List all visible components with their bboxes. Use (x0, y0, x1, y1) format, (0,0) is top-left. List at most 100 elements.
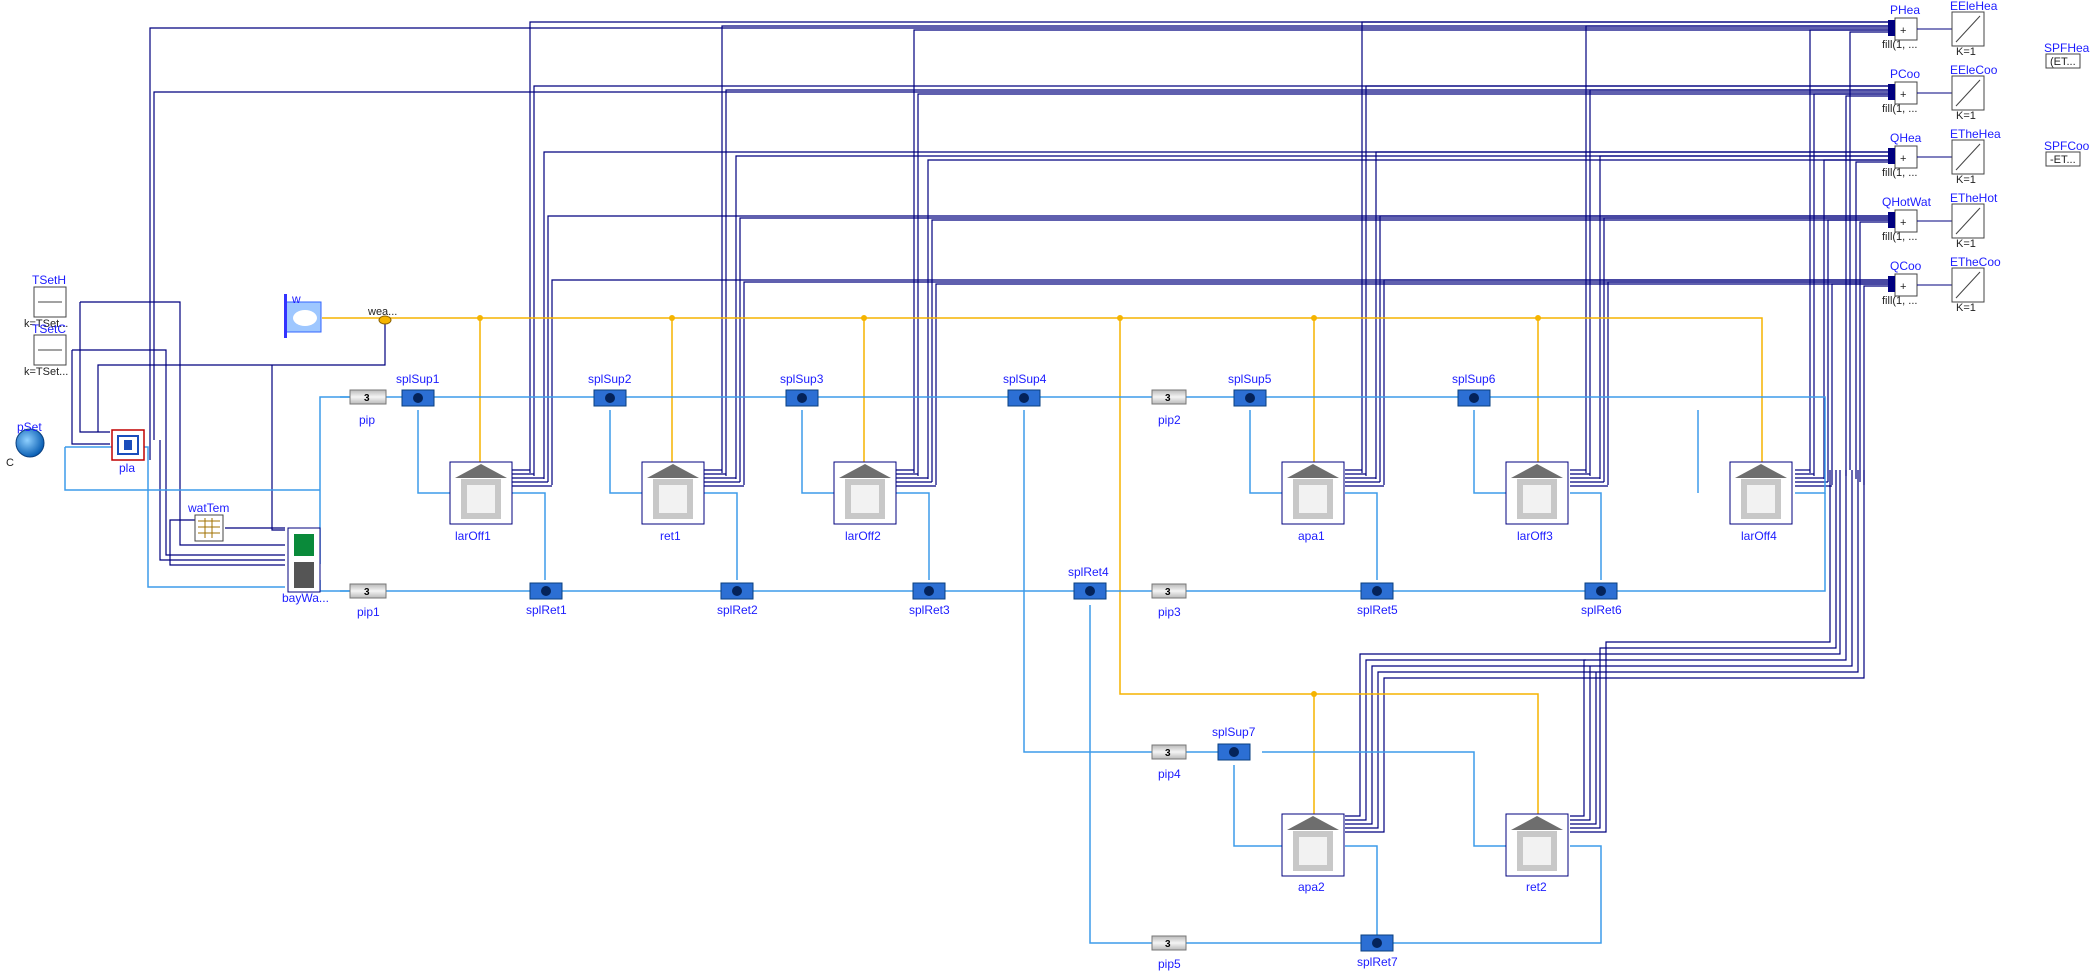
pipe-pip[interactable]: 3 pip (349, 389, 387, 427)
weather-w-label: w (291, 292, 301, 306)
splitter-label: splSup4 (1003, 372, 1047, 386)
splitter-label: splRet7 (1357, 955, 1398, 969)
spf-coo[interactable]: SPFCoo -ET... (2044, 139, 2090, 167)
pipe-pip2[interactable]: 3 pip2 (1151, 389, 1187, 427)
splitter-splsup5[interactable]: splSup5 (1228, 372, 1272, 407)
pipe-label: pip1 (357, 605, 380, 619)
svg-text:+: + (1900, 281, 1906, 293)
spf-expr: -ET... (2050, 154, 2076, 166)
pset-label: pSet (17, 420, 42, 434)
svg-text:C: C (6, 457, 14, 469)
baywat-block[interactable]: bayWa... (282, 527, 329, 605)
wattem-block[interactable]: watTem (187, 501, 229, 542)
sum-sub: fill(1, ... (1882, 39, 1917, 51)
pipe-label: pip (359, 413, 375, 427)
sum-integrator-wires (1917, 28, 1952, 286)
integrator-ethehot[interactable]: ETheHot K=1 (1950, 191, 1998, 250)
integrator-k: K=1 (1956, 174, 1976, 186)
building-label: apa1 (1298, 529, 1325, 543)
splitter-label: splSup2 (588, 372, 632, 386)
pipe-pip1[interactable]: 3 pip1 (349, 583, 387, 619)
weather-block[interactable]: w wea... (284, 292, 397, 338)
building-label: larOff2 (845, 529, 881, 543)
svg-text:3: 3 (1165, 587, 1171, 598)
pipe-icon (1151, 744, 1187, 760)
sum-pcoo[interactable]: + PCoo fill(1, ... (1882, 67, 1920, 115)
wattem-label: watTem (187, 501, 229, 515)
splitter-splret6[interactable]: splRet6 (1581, 582, 1622, 617)
integrator-ethecoo[interactable]: ETheCoo K=1 (1950, 255, 2001, 314)
plant-block[interactable]: pla (111, 429, 145, 475)
splitter-splsup3[interactable]: splSup3 (780, 372, 824, 407)
splitter-splret1[interactable]: splRet1 (526, 582, 567, 617)
sum-sub: fill(1, ... (1882, 295, 1917, 307)
building-label: larOff3 (1517, 529, 1553, 543)
pipe-pip3[interactable]: 3 pip3 (1151, 583, 1187, 619)
plant-label: pla (119, 461, 135, 475)
weather-junctions (477, 315, 1541, 697)
sum-label: QHotWat (1882, 195, 1932, 209)
pipe-pip4[interactable]: 3 pip4 (1151, 744, 1187, 781)
splitter-splret5[interactable]: splRet5 (1357, 582, 1398, 617)
integrator-label: ETheHea (1950, 127, 2001, 141)
spf-label: SPFCoo (2044, 139, 2090, 153)
integrator-label: EEleHea (1950, 0, 1998, 13)
splitter-label: splSup7 (1212, 725, 1256, 739)
integrator-ethehea[interactable]: ETheHea K=1 (1950, 127, 2001, 186)
sum-qcoo[interactable]: + QCoo fill(1, ... (1882, 259, 1922, 307)
splitter-splsup6[interactable]: splSup6 (1452, 372, 1496, 407)
table-icon (194, 514, 224, 542)
pipe-pip5[interactable]: 3 pip5 (1151, 935, 1187, 971)
building-label: apa2 (1298, 880, 1325, 894)
sum-label: PHea (1890, 3, 1920, 17)
spf-expr: (ET... (2050, 56, 2076, 68)
svg-text:+: + (1900, 89, 1906, 101)
sum-phea[interactable]: + PHea fill(1, ... (1882, 3, 1920, 51)
splitter-label: splRet4 (1068, 565, 1109, 579)
integrator-k: K=1 (1956, 238, 1976, 250)
building-laroff1[interactable]: larOff1 (449, 461, 513, 543)
integrator-eelehea[interactable]: EEleHea K=1 (1950, 0, 1998, 58)
sum-qhea[interactable]: + QHea fill(1, ... (1882, 131, 1922, 179)
splitter-splsup2[interactable]: splSup2 (588, 372, 632, 407)
splitter-label: splSup1 (396, 372, 440, 386)
pressure-source-icon (15, 428, 45, 458)
sum-qhotwat[interactable]: + QHotWat fill(1, ... (1882, 195, 1932, 243)
svg-text:3: 3 (364, 587, 370, 598)
tsetc-block[interactable]: TSetC k=TSet... (24, 322, 68, 378)
pipe-icon (349, 583, 387, 599)
pipe-label: pip3 (1158, 605, 1181, 619)
building-laroff2[interactable]: larOff2 (833, 461, 897, 543)
splitter-splsup7[interactable]: splSup7 (1212, 725, 1256, 761)
splitter-splret2[interactable]: splRet2 (717, 582, 758, 617)
tseth-block[interactable]: TSetH k=TSet... (24, 273, 68, 330)
sum-sub: fill(1, ... (1882, 103, 1917, 115)
sum-label: QHea (1890, 131, 1922, 145)
splitter-splsup4[interactable]: splSup4 (1003, 372, 1047, 407)
splitter-splsup1[interactable]: splSup1 (396, 372, 440, 407)
pset-source[interactable]: pSet C (6, 420, 45, 469)
building-ret1[interactable]: ret1 (641, 461, 705, 543)
splitter-splret4[interactable]: splRet4 (1068, 565, 1109, 600)
tseth-value: k=TSet... (24, 318, 68, 330)
building-apa1[interactable]: apa1 (1281, 461, 1345, 543)
splitter-label: splSup5 (1228, 372, 1272, 386)
building-laroff3[interactable]: larOff3 (1505, 461, 1569, 543)
sum-sub: fill(1, ... (1882, 167, 1917, 179)
building-laroff4[interactable]: larOff4 (1729, 461, 1793, 543)
tsetc-label: TSetC (32, 322, 66, 336)
sum-label: QCoo (1890, 259, 1922, 273)
svg-text:3: 3 (364, 393, 370, 404)
spf-hea[interactable]: SPFHea (ET... (2044, 41, 2090, 69)
integrator-k: K=1 (1956, 46, 1976, 58)
splitter-splret3[interactable]: splRet3 (909, 582, 950, 617)
sum-sub: fill(1, ... (1882, 231, 1917, 243)
building-ret2[interactable]: ret2 (1505, 813, 1569, 894)
splitter-splret7[interactable]: splRet7 (1357, 934, 1398, 969)
svg-text:+: + (1900, 25, 1906, 37)
integrator-label: ETheCoo (1950, 255, 2001, 269)
integrator-eelecoo[interactable]: EEleCoo K=1 (1950, 63, 1998, 122)
splitter-label: splSup3 (780, 372, 824, 386)
building-apa2[interactable]: apa2 (1281, 813, 1345, 894)
